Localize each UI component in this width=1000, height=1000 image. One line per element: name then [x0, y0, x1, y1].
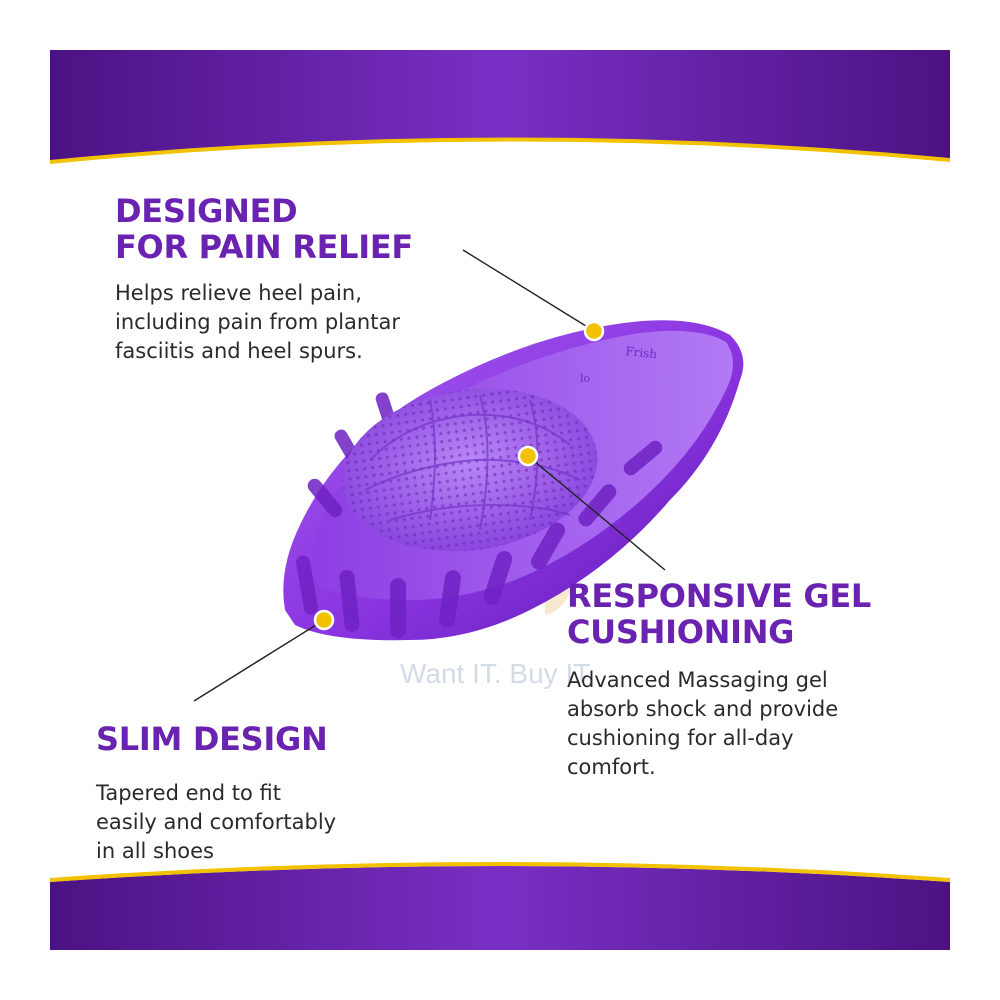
feature-description: Advanced Massaging gel absorb shock and … — [567, 668, 839, 779]
bottom-purple-banner — [50, 862, 950, 950]
feature-description: Tapered end to fit easily and comfortabl… — [96, 781, 337, 863]
watermark-text: Want IT. Buy IT. — [400, 658, 595, 689]
svg-text:lo: lo — [580, 372, 591, 385]
feature-heading: SLIM DESIGN — [96, 720, 328, 758]
top-purple-banner — [50, 50, 950, 180]
product-feature-graphic: Frish lo Want IT. Buy IT. DESIGNED FOR P… — [50, 50, 950, 950]
feature-gel-cushioning: RESPONSIVE GEL CUSHIONING Advanced Massa… — [567, 578, 937, 782]
callout-dot-icon — [313, 320, 605, 631]
feature-pain-relief: DESIGNED FOR PAIN RELIEF Helps relieve h… — [115, 193, 515, 366]
feature-heading: RESPONSIVE GEL CUSHIONING — [567, 577, 872, 651]
feature-description: Helps relieve heel pain, including pain … — [115, 281, 400, 363]
feature-heading: DESIGNED FOR PAIN RELIEF — [115, 192, 413, 266]
svg-text:Frish: Frish — [625, 344, 658, 361]
feature-slim-design: SLIM DESIGN Tapered end to fit easily an… — [96, 721, 426, 866]
watermark-logo-icon — [441, 342, 575, 615]
